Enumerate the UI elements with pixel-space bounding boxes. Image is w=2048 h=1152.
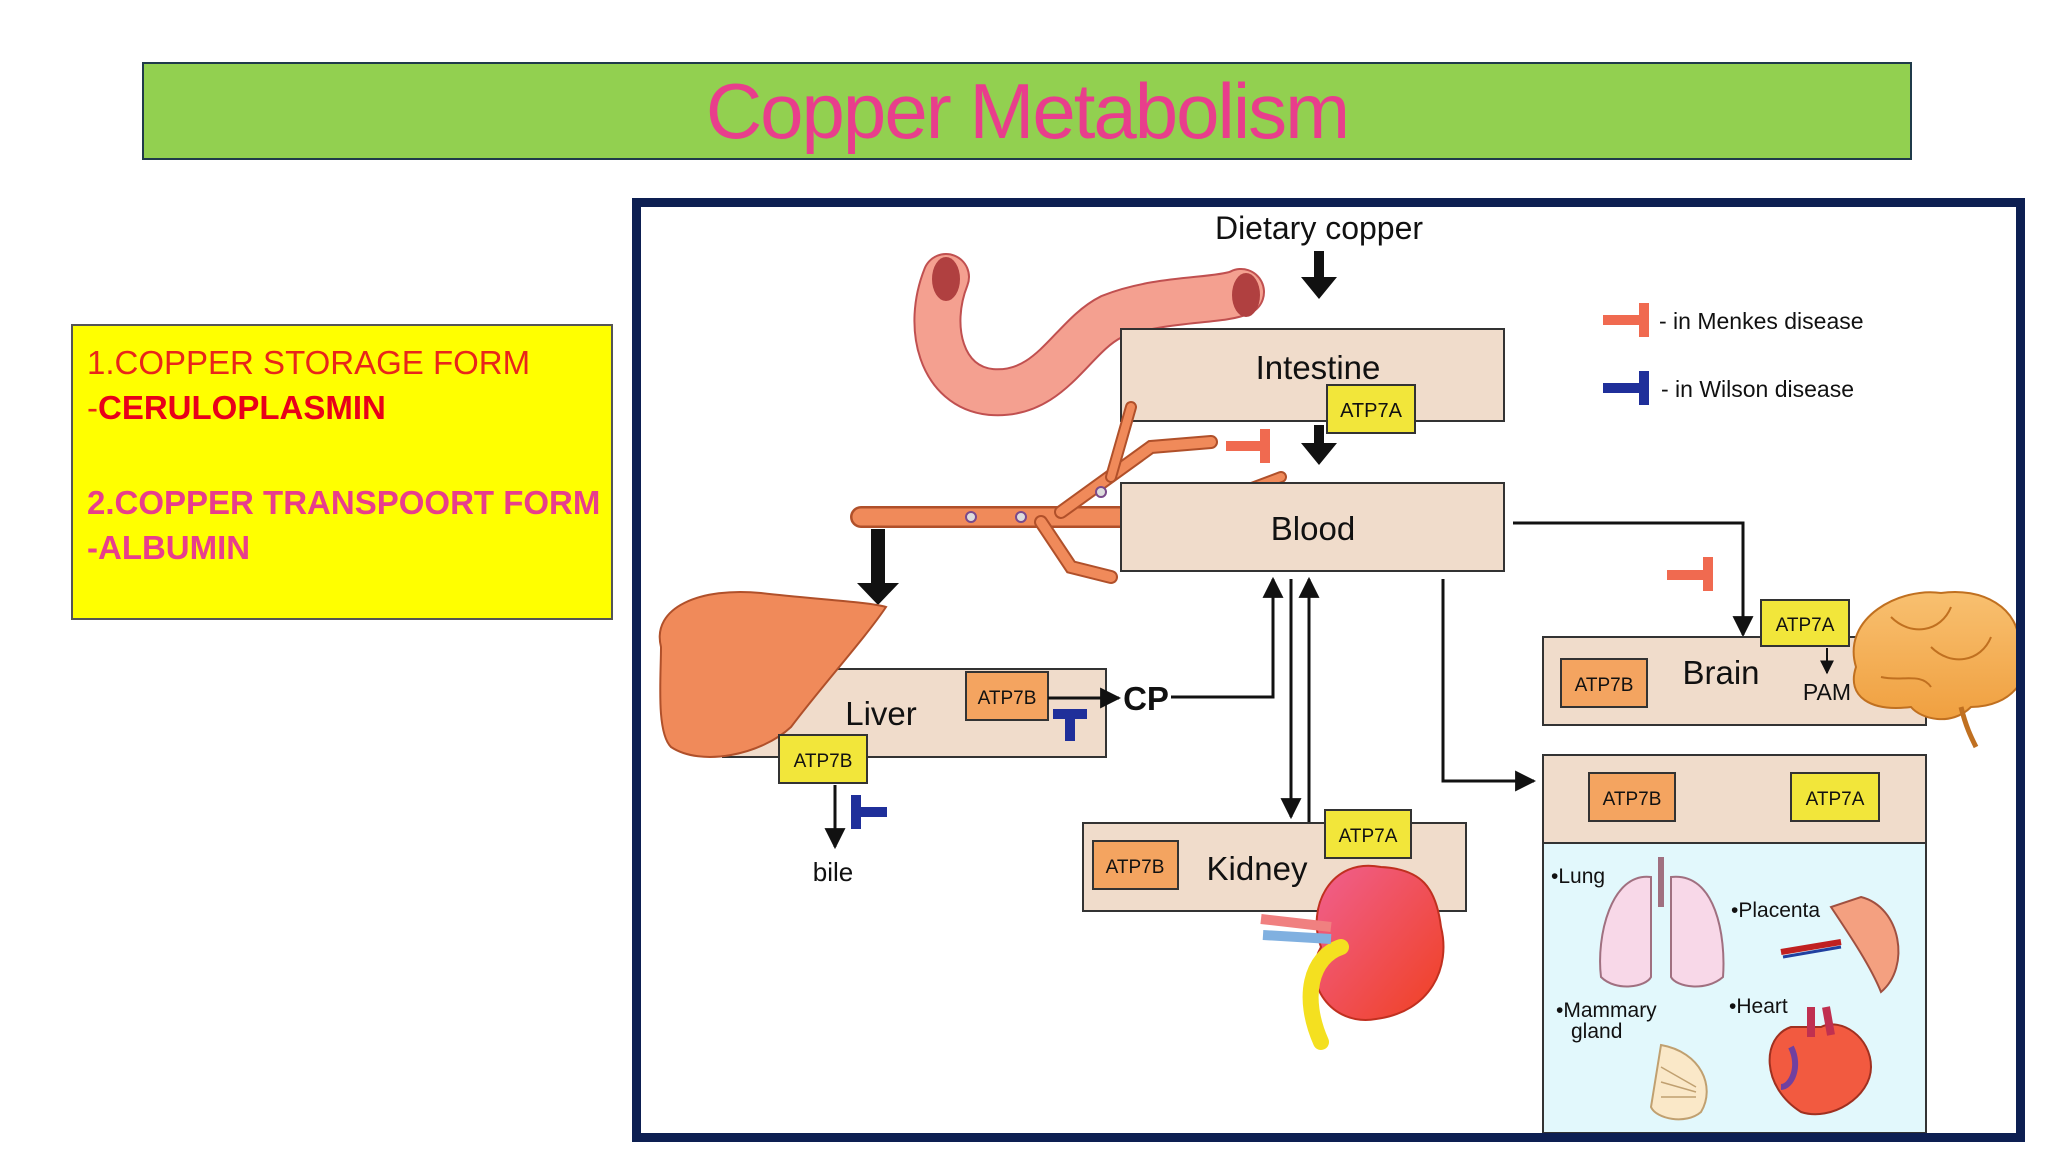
notes-box: 1.COPPER STORAGE FORM -CERULOPLASMIN 2.C… <box>71 324 613 620</box>
kidney-label: Kidney <box>1207 850 1308 887</box>
brain-atp7a-box <box>1760 599 1850 647</box>
dietary-copper-label: Dietary copper <box>1215 210 1423 246</box>
brain-illustration <box>1852 591 2016 749</box>
brain-atp7a-label: ATP7A <box>1776 615 1835 636</box>
mammary-illustration <box>1649 1043 1708 1121</box>
note-gap <box>87 430 611 480</box>
intestine-box <box>1120 328 1505 422</box>
pam-label: PAM <box>1803 679 1851 705</box>
placenta-label: •Placenta <box>1731 899 1820 922</box>
liver-illustration <box>658 591 888 758</box>
liver-atp7b-box-upper <box>965 671 1049 721</box>
heart-label: •Heart <box>1729 995 1788 1018</box>
note-dash: - <box>87 389 98 426</box>
liver-atp7b-box-lower <box>778 734 868 784</box>
blood-liver-arrow <box>857 529 899 605</box>
mammary-label-line2: gland <box>1571 1020 1622 1043</box>
kidney-atp7b-box <box>1092 840 1179 890</box>
kidney-atp7b-label: ATP7B <box>1106 857 1165 878</box>
kidney-atp7a-label: ATP7A <box>1339 826 1398 847</box>
kidney-atp7a-box <box>1324 809 1412 859</box>
diagram-svg: Dietary copper Intestine ATP7A <box>658 210 2016 1133</box>
legend-wilson-label: - in Wilson disease <box>1661 376 1854 402</box>
wilson-block-cp <box>1053 709 1087 741</box>
wilson-block-bile <box>851 795 887 829</box>
tissues-atp7a-label: ATP7A <box>1806 789 1865 810</box>
brain-label: Brain <box>1682 654 1759 691</box>
bile-label: bile <box>813 857 853 887</box>
blood-box <box>1120 482 1505 572</box>
note-ceruloplasmin: -CERULOPLASMIN <box>87 385 611 430</box>
intestine-illustration <box>913 253 1265 417</box>
blood-label: Blood <box>1271 510 1355 547</box>
intestine-atp7a-label: ATP7A <box>1340 400 1403 422</box>
intestine-label: Intestine <box>1256 349 1381 386</box>
title-banner: Copper Metabolism <box>142 62 1912 160</box>
note-albumin: -ALBUMIN <box>87 529 251 566</box>
page-title: Copper Metabolism <box>705 66 1350 155</box>
note-ceruloplasmin-value: CERULOPLASMIN <box>98 389 386 426</box>
tissues-atp7b-label: ATP7B <box>1603 789 1662 810</box>
menkes-block-brain <box>1667 557 1713 591</box>
blood-tissues-arrow <box>1441 579 1537 792</box>
tissues-atp7a-box <box>1790 772 1880 822</box>
blood-brain-arrow <box>1513 521 1754 638</box>
intestine-blood-arrow <box>1301 425 1337 465</box>
heart-illustration <box>1768 1006 1873 1116</box>
placenta-illustration <box>1780 895 1900 994</box>
tissues-atp7b-box <box>1588 772 1676 822</box>
dietary-arrow <box>1301 251 1337 299</box>
cp-label: CP <box>1123 680 1169 717</box>
legend-wilson: - in Wilson disease <box>1603 371 1854 405</box>
liver-atp7b-lower-label: ATP7B <box>794 751 853 772</box>
mammary-label-line1: •Mammary <box>1556 999 1657 1022</box>
brain-atp7b-box <box>1560 658 1648 708</box>
wilson-symbol <box>1603 383 1643 393</box>
lung-illustration <box>1599 857 1725 988</box>
legend-menkes: - in Menkes disease <box>1603 303 1864 337</box>
note-storage-form: 1.COPPER STORAGE FORM <box>87 344 531 381</box>
cp-blood-arrow <box>1171 576 1284 699</box>
lung-label: •Lung <box>1551 865 1605 888</box>
legend-menkes-label: - in Menkes disease <box>1659 308 1864 334</box>
intestine-atp7a-box <box>1326 384 1416 434</box>
menkes-block-intestine <box>1226 429 1270 463</box>
brain-atp7b-label: ATP7B <box>1575 675 1634 696</box>
kidney-illustration <box>1260 864 1445 1050</box>
menkes-symbol <box>1603 315 1643 325</box>
note-transport-form: 2.COPPER TRANSPOORT FORM <box>87 484 601 521</box>
copper-diagram: Dietary copper Intestine ATP7A <box>632 198 2025 1142</box>
liver-atp7b-upper-label: ATP7B <box>978 688 1037 709</box>
liver-label: Liver <box>845 695 917 732</box>
